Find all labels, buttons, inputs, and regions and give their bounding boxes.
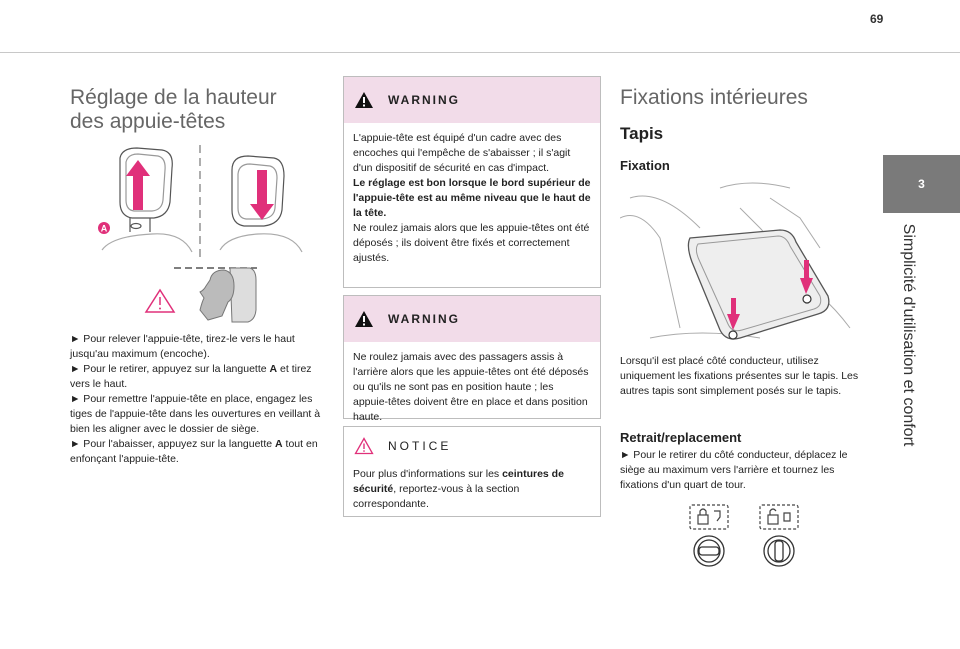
warning-box-1: WARNING L'appuie-tête est équipé d'un ca… [343, 76, 601, 288]
chapter-tab[interactable]: 3 [883, 155, 960, 213]
chapter-title-text: Simplicité d'utilisation et confort [900, 223, 917, 447]
label-a-marker [98, 222, 110, 234]
lock-open-icon [759, 504, 799, 530]
warning-icon [355, 92, 373, 108]
section-title-line1: Réglage de la hauteur [70, 86, 277, 109]
caution-icon [144, 288, 176, 313]
heading-retrait: Retrait/replacement [620, 430, 742, 445]
section-title-fixations: Fixations intérieures [620, 86, 808, 109]
floor-mat-illustration [620, 182, 851, 340]
warning-label-2: WARNING [388, 312, 460, 326]
fixation-point-left [728, 330, 738, 340]
retrait-text: ► Pour le retirer du côté conducteur, dé… [620, 449, 848, 491]
headrest-illustration: A [98, 145, 303, 323]
section-title-headrest: Réglage de la hauteur des appuie-têtes [70, 86, 330, 134]
notice-body: Pour plus d'informations sur les ceintur… [353, 468, 564, 510]
notice-icon [354, 437, 374, 455]
headrest-instructions: ► Pour relever l'appuie-tête, tirez-le v… [70, 332, 332, 467]
step-refit: ► Pour remettre l'appuie-tête en place, … [70, 393, 321, 435]
warning-header-1: WARNING [344, 77, 600, 123]
floor-mat [687, 229, 830, 340]
notice-header: NOTICE [344, 427, 600, 465]
fixation-arrow-right [800, 260, 813, 294]
heading-fixation: Fixation [620, 158, 670, 173]
chapter-title: Simplicité d'utilisation et confort [895, 223, 921, 447]
fastener-vertical-icon [763, 535, 795, 567]
fixation-arrow-left [727, 298, 740, 330]
headrest-lower-figure [219, 155, 303, 253]
warning-body-1: L'appuie-tête est équipé d'un cadre avec… [353, 132, 591, 264]
fixation-point-right [802, 294, 812, 304]
warning-box-2: WARNING Ne roulez jamais avec des passag… [343, 295, 601, 423]
step-lower: ► Pour l'abaisser, appuyez sur la langue… [70, 438, 318, 465]
fixation-text: Lorsqu'il est placé côté conducteur, uti… [620, 355, 859, 397]
head-silhouette [199, 267, 257, 323]
page-number: 69 [870, 12, 884, 26]
raise-arrow [126, 160, 150, 210]
warning-icon [355, 311, 373, 327]
headrest-raise-figure [101, 147, 193, 253]
lock-closed-icon [689, 504, 729, 530]
warning-label-1: WARNING [388, 93, 460, 107]
notice-label: NOTICE [388, 439, 452, 453]
step-raise: ► Pour relever l'appuie-tête, tirez-le v… [70, 333, 295, 360]
notice-box: NOTICE Pour plus d'informations sur les … [343, 426, 601, 517]
section-title-line2: des appuie-têtes [70, 110, 226, 133]
fastener-icons [689, 504, 799, 567]
header-divider [0, 52, 960, 53]
fastener-horizontal-icon [693, 535, 725, 567]
warning-header-2: WARNING [344, 296, 600, 342]
warning-body-2: Ne roulez jamais avec des passagers assi… [353, 351, 589, 423]
step-remove: ► Pour le retirer, appuyez sur la langue… [70, 363, 312, 390]
lower-arrow [250, 170, 274, 220]
label-a-text: A [101, 224, 108, 234]
subtitle-tapis: Tapis [620, 124, 664, 143]
